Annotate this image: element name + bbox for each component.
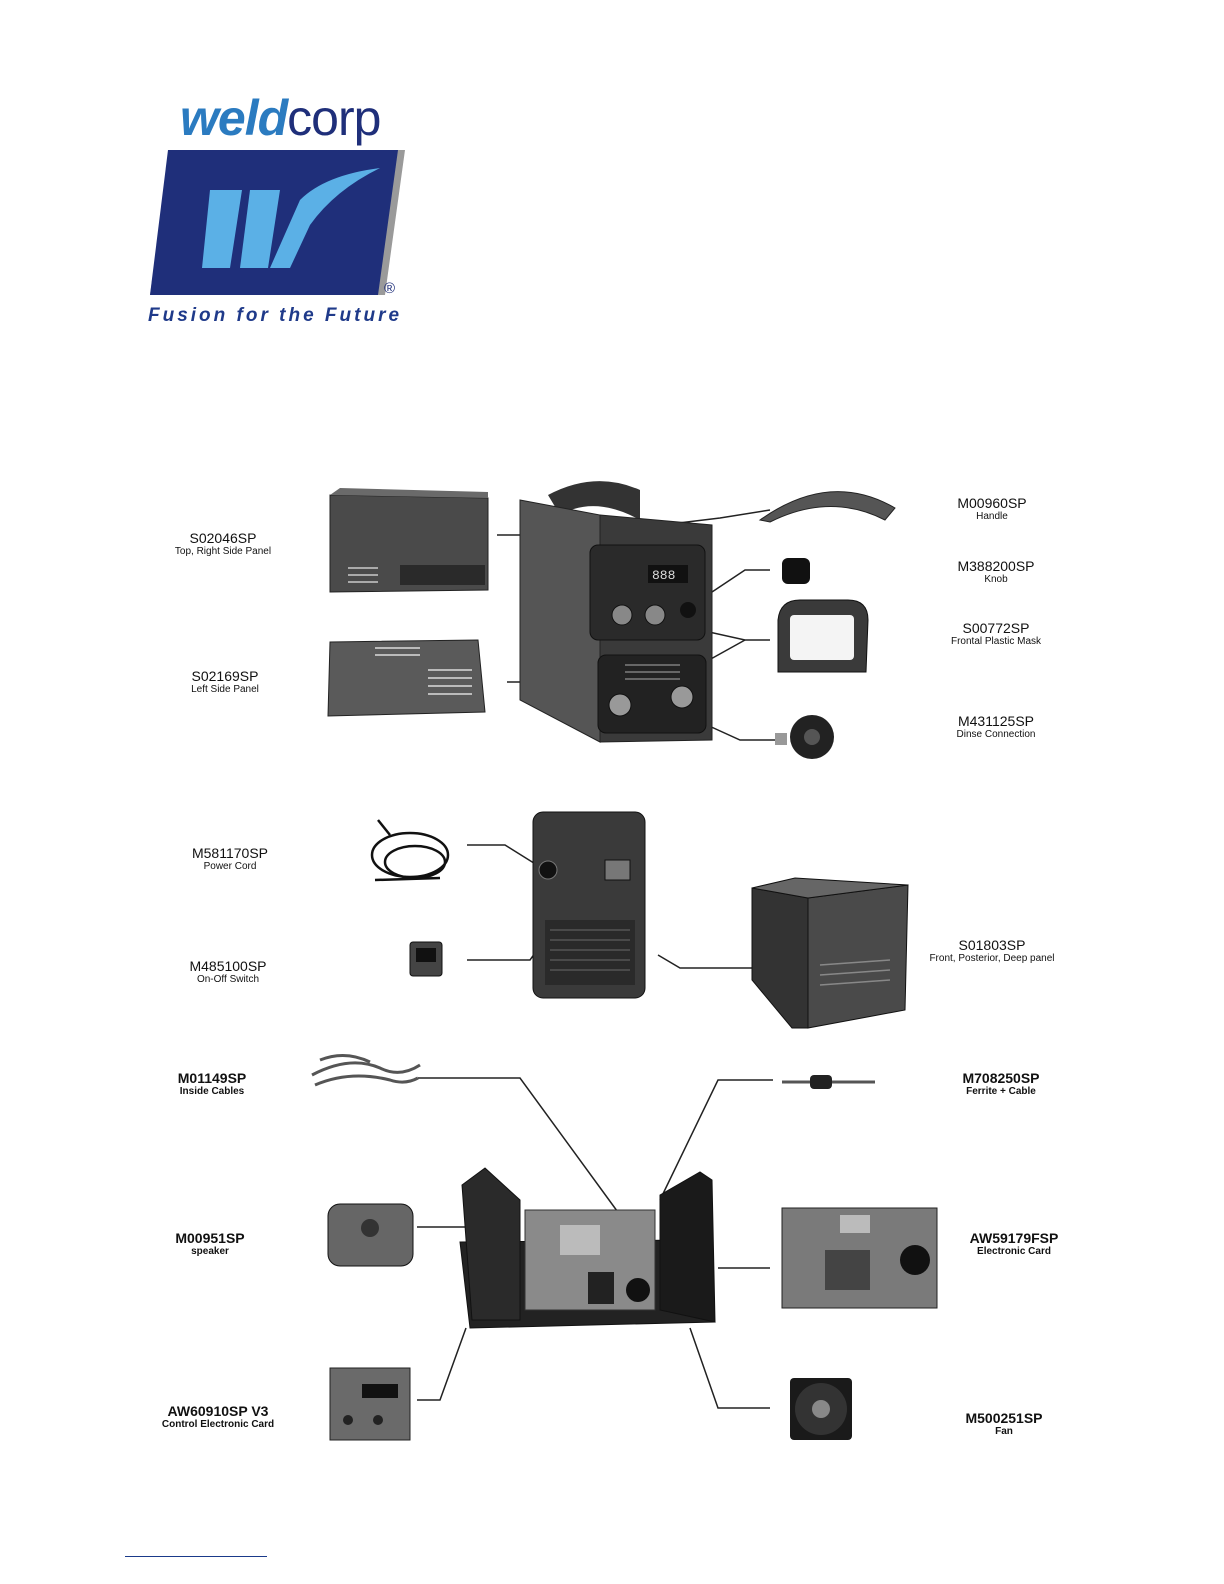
part-code: S02169SP [140,668,310,684]
knob-icon [782,558,810,584]
part-desc: speaker [125,1246,295,1258]
part-desc: Dinse Connection [911,729,1081,741]
footer-divider [125,1556,267,1557]
part-desc: Front, Posterior, Deep panel [907,953,1077,965]
part-desc: Ferrite + Cable [916,1086,1086,1098]
part-code: M485100SP [143,958,313,974]
dinse-connection-icon [775,715,834,759]
part-label-on-off-switch: M485100SP On-Off Switch [143,958,313,986]
part-label-control-electronic-card: AW60910SP V3 Control Electronic Card [133,1403,303,1431]
part-label-deep-panel: S01803SP Front, Posterior, Deep panel [907,937,1077,965]
leader-line-control-card [417,1328,466,1400]
part-desc: Control Electronic Card [133,1419,303,1431]
part-label-frontal-plastic-mask: S00772SP Frontal Plastic Mask [911,620,1081,648]
ferrite-cable-icon [782,1075,875,1089]
part-desc: Left Side Panel [140,684,310,696]
part-code: M388200SP [911,558,1081,574]
frontal-plastic-mask-icon [778,600,868,672]
part-label-power-cord: M581170SP Power Cord [145,845,315,873]
part-code: AW59179FSP [929,1230,1099,1246]
speaker-icon [328,1204,413,1266]
open-chassis-icon [460,1168,715,1328]
part-label-electronic-card: AW59179FSP Electronic Card [929,1230,1099,1258]
part-desc: Knob [911,574,1081,586]
part-code: M00960SP [907,495,1077,511]
leader-line-deep-panel [658,955,760,968]
part-desc: Top, Right Side Panel [138,546,308,558]
part-label-knob: M388200SP Knob [911,558,1081,586]
on-off-switch-icon [410,942,442,976]
part-label-left-side-panel: S02169SP Left Side Panel [140,668,310,696]
part-code: M500251SP [919,1410,1089,1426]
part-desc: Inside Cables [127,1086,297,1098]
part-desc: On-Off Switch [143,974,313,986]
part-code: S02046SP [138,530,308,546]
fan-icon [790,1378,852,1440]
part-desc: Electronic Card [929,1246,1099,1258]
power-cord-icon [372,820,448,880]
part-label-ferrite-cable: M708250SP Ferrite + Cable [916,1070,1086,1098]
part-code: M581170SP [145,845,315,861]
left-side-panel-icon [328,640,485,716]
part-code: S00772SP [911,620,1081,636]
part-code: M431125SP [911,713,1081,729]
rear-panel-icon [533,812,645,998]
part-desc: Frontal Plastic Mask [911,636,1081,648]
part-desc: Fan [919,1426,1089,1438]
deep-panel-icon [752,878,908,1028]
part-code: M01149SP [127,1070,297,1086]
leader-line-fan [690,1328,770,1408]
inside-cables-icon [312,1055,420,1085]
part-label-fan: M500251SP Fan [919,1410,1089,1438]
part-label-speaker: M00951SP speaker [125,1230,295,1258]
top-right-side-panel-icon [330,488,488,592]
control-card-icon [330,1368,410,1440]
part-label-top-right-side-panel: S02046SP Top, Right Side Panel [138,530,308,558]
part-label-inside-cables: M01149SP Inside Cables [127,1070,297,1098]
part-label-dinse-connection: M431125SP Dinse Connection [911,713,1081,741]
part-desc: Handle [907,511,1077,523]
leader-line-inside-cables [418,1078,620,1215]
part-code: S01803SP [907,937,1077,953]
part-code: AW60910SP V3 [133,1403,303,1419]
part-code: M00951SP [125,1230,295,1246]
part-label-handle: M00960SP Handle [907,495,1077,523]
electronic-card-icon [782,1208,937,1308]
welder-display-reading: 888 [652,568,675,583]
welder-unit-icon: 888 [520,481,712,742]
part-code: M708250SP [916,1070,1086,1086]
handle-icon [760,492,895,522]
part-desc: Power Cord [145,861,315,873]
leader-line-ferrite [660,1080,773,1200]
